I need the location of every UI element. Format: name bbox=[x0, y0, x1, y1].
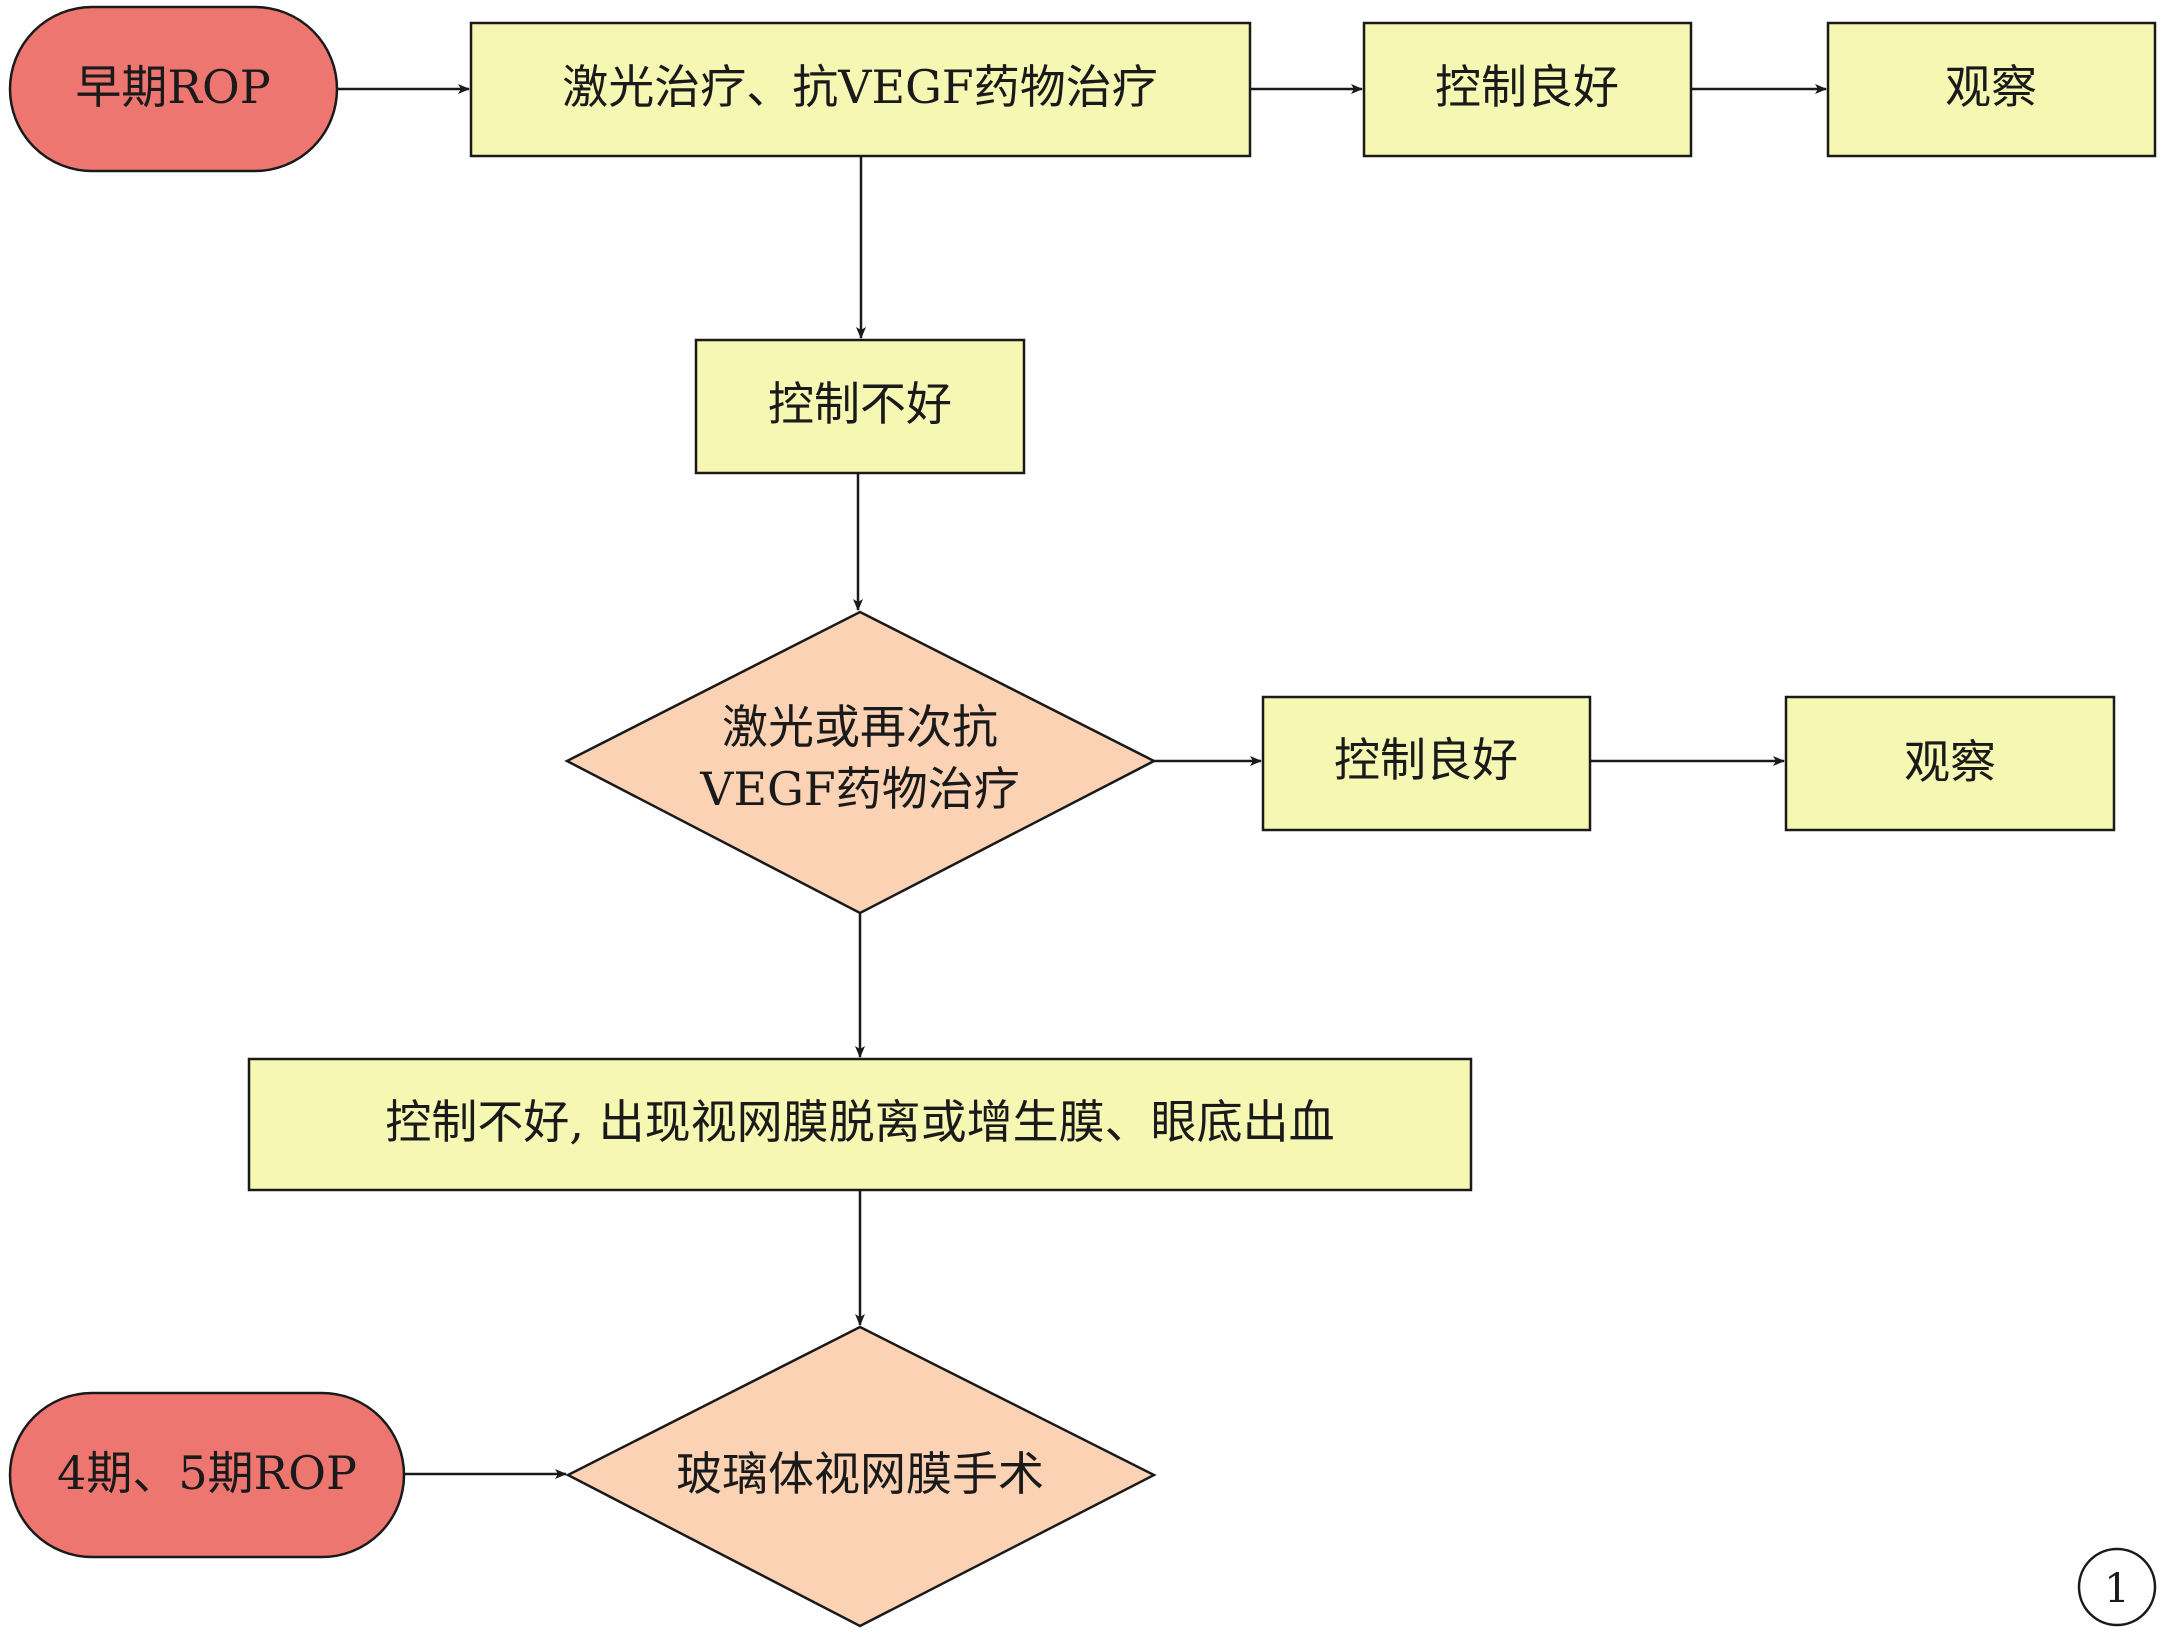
node-controlled-good-2-label: 控制良好 bbox=[1334, 733, 1518, 787]
node-observe-1: 观察 bbox=[1826, 21, 2157, 158]
node-early-rop-label: 早期ROP bbox=[75, 60, 270, 114]
figure-number-badge: 1 bbox=[2077, 1547, 2157, 1627]
node-vitreoretinal-surgery-label: 玻璃体视网膜手术 bbox=[676, 1447, 1044, 1501]
node-poor-control-1-label: 控制不好 bbox=[768, 377, 952, 431]
node-poor-control-2: 控制不好, 出现视网膜脱离或增生膜、眼底出血 bbox=[247, 1057, 1473, 1192]
node-controlled-good-1: 控制良好 bbox=[1362, 21, 1693, 158]
node-observe-1-label: 观察 bbox=[1945, 60, 2037, 114]
node-vitreoretinal-surgery: 玻璃体视网膜手术 bbox=[565, 1325, 1157, 1628]
node-stage-4-5-rop: 4期、5期ROP bbox=[8, 1391, 406, 1559]
node-laser-anti-vegf: 激光治疗、抗VEGF药物治疗 bbox=[469, 21, 1252, 158]
node-controlled-good-2: 控制良好 bbox=[1261, 695, 1592, 832]
figure-number-text: 1 bbox=[2104, 1566, 2129, 1612]
node-poor-control-2-label: 控制不好, 出现视网膜脱离或增生膜、眼底出血 bbox=[385, 1095, 1334, 1149]
edges bbox=[337, 84, 1827, 1479]
node-controlled-good-1-label: 控制良好 bbox=[1435, 60, 1619, 114]
node-laser-anti-vegf-label: 激光治疗、抗VEGF药物治疗 bbox=[562, 60, 1157, 114]
node-laser-or-repeat-line-2: VEGF药物治疗 bbox=[699, 762, 1019, 816]
node-observe-2-label: 观察 bbox=[1904, 735, 1996, 789]
node-laser-or-repeat: 激光或再次抗 VEGF药物治疗 bbox=[564, 610, 1157, 915]
node-observe-2: 观察 bbox=[1784, 695, 2116, 832]
node-stage-4-5-rop-label: 4期、5期ROP bbox=[57, 1446, 357, 1500]
node-poor-control-1: 控制不好 bbox=[694, 338, 1026, 475]
node-laser-or-repeat-line-1: 激光或再次抗 bbox=[722, 700, 998, 754]
node-early-rop: 早期ROP bbox=[8, 5, 339, 173]
